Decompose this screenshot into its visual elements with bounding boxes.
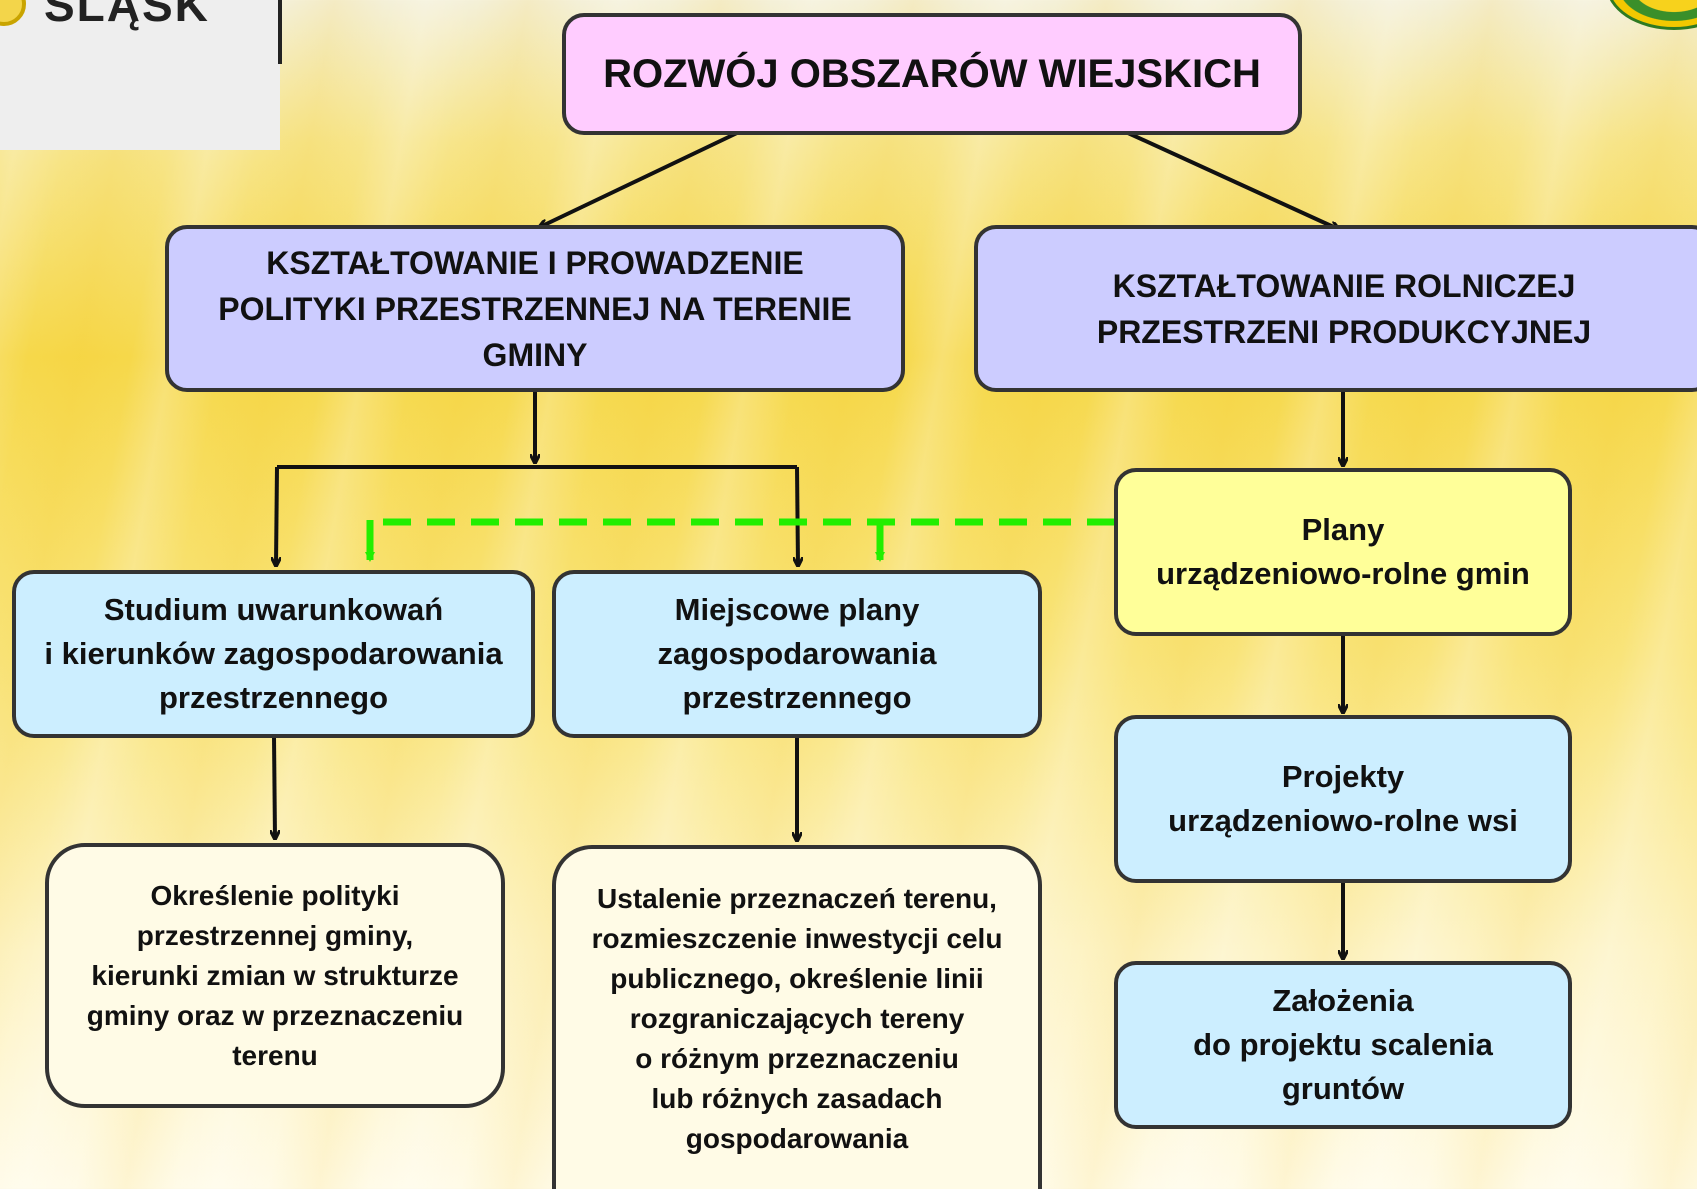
arrow-to-studium xyxy=(276,466,277,565)
studium-description-node: Określenie polityki przestrzennej gminy,… xyxy=(45,843,505,1108)
arrow-root-right xyxy=(1127,131,1338,229)
mpzp-label: Miejscowe plany zagospodarowania przestr… xyxy=(657,592,937,715)
plany-label: Plany urządzeniowo-rolne gmin xyxy=(1156,512,1530,591)
mpzp-description-label: Ustalenie przeznaczeń terenu, rozmieszcz… xyxy=(591,883,1003,1154)
arrow-to-mpzp xyxy=(797,466,798,565)
logo-text: ŚLĄSK xyxy=(44,0,210,31)
zalozenia-node: Założenia do projektu scalenia gruntów xyxy=(1114,961,1572,1129)
arrow-root-left xyxy=(540,131,738,227)
projekty-node: Projekty urządzeniowo-rolne wsi xyxy=(1114,715,1572,883)
mpzp-node: Miejscowe plany zagospodarowania przestr… xyxy=(552,570,1042,738)
mpzp-description-node: Ustalenie przeznaczeń terenu, rozmieszcz… xyxy=(552,845,1042,1189)
logo-divider xyxy=(278,0,282,64)
right-branch-node: KSZTAŁTOWANIE ROLNICZEJ PRZESTRZENI PROD… xyxy=(974,225,1697,392)
projekty-label: Projekty urządzeniowo-rolne wsi xyxy=(1168,759,1518,838)
logo-panel: ŚLĄSK xyxy=(0,0,282,150)
left-branch-label: KSZTAŁTOWANIE I PROWADZENIE POLITYKI PRZ… xyxy=(218,244,852,373)
studium-description-label: Określenie polityki przestrzennej gminy,… xyxy=(86,879,464,1071)
studium-node: Studium uwarunkowań i kierunków zagospod… xyxy=(12,570,535,738)
arrow-studium-desc xyxy=(274,736,275,838)
right-branch-label: KSZTAŁTOWANIE ROLNICZEJ PRZESTRZENI PROD… xyxy=(1096,267,1592,350)
left-branch-node: KSZTAŁTOWANIE I PROWADZENIE POLITYKI PRZ… xyxy=(165,225,905,392)
plany-node: Plany urządzeniowo-rolne gmin xyxy=(1114,468,1572,636)
studium-label: Studium uwarunkowań i kierunków zagospod… xyxy=(44,592,503,715)
root-node: ROZWÓJ OBSZARÓW WIEJSKICH xyxy=(562,13,1302,135)
root-node-label: ROZWÓJ OBSZARÓW WIEJSKICH xyxy=(603,51,1261,96)
zalozenia-label: Założenia do projektu scalenia gruntów xyxy=(1193,983,1493,1106)
